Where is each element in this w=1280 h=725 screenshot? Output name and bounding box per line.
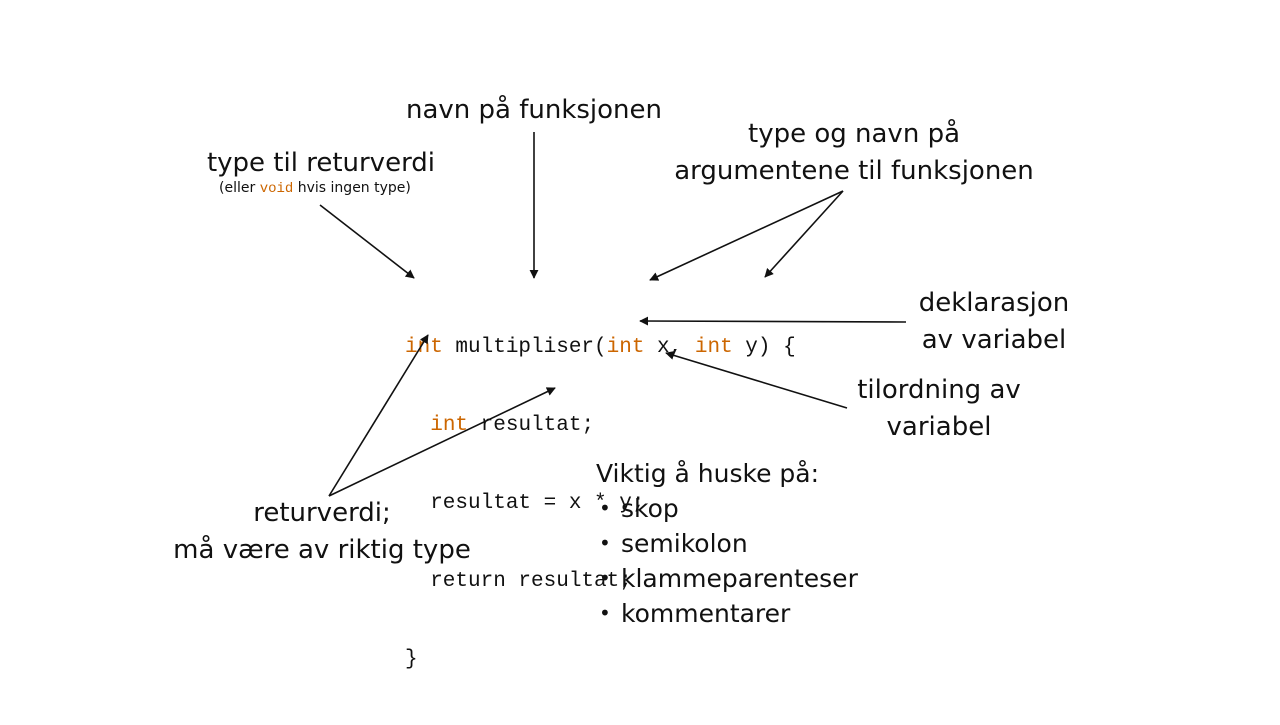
label-assignment-line1: tilordning av: [857, 375, 1021, 405]
label-return-value: returverdi; må være av riktig type: [157, 495, 487, 569]
tips-title: Viktig å huske på:: [596, 459, 820, 488]
label-arguments-line2: argumentene til funksjonen: [674, 156, 1034, 186]
arrow-return-type: [319, 204, 415, 279]
label-declaration-line1: deklarasjon: [918, 288, 1070, 318]
tips-item: skop: [596, 491, 858, 526]
label-declaration-line2: av variabel: [921, 325, 1067, 355]
note-suffix: hvis ingen type): [297, 180, 411, 196]
code-keyword: int: [430, 414, 469, 437]
code-keyword: int: [606, 336, 645, 359]
tips-item: semikolon: [596, 526, 858, 561]
code-line-signature: int multipliser(int x, int y) {: [405, 335, 796, 361]
code-text: x,: [644, 336, 695, 359]
label-return-value-line2: må være av riktig type: [173, 535, 471, 565]
tips-item: klammeparenteser: [596, 561, 858, 596]
note-keyword-void: void: [259, 181, 294, 197]
arrow-argument-y: [764, 190, 844, 278]
arrow-return-value-type: [328, 334, 429, 497]
code-text: y) {: [732, 336, 796, 359]
code-block: int multipliser(int x, int y) { int resu…: [405, 283, 796, 725]
note-prefix: (eller: [219, 180, 256, 196]
label-arguments: type og navn på argumentene til funksjon…: [664, 116, 1044, 190]
code-line-closing-brace: }: [405, 648, 418, 671]
arrow-assignment: [665, 351, 848, 409]
arrow-argument-x: [649, 190, 844, 281]
code-keyword: int: [694, 336, 733, 359]
label-assignment: tilordning av variabel: [839, 372, 1039, 446]
code-keyword: int: [405, 336, 443, 359]
code-line-declaration: int resultat;: [405, 413, 796, 439]
label-return-type: type til returverdi: [206, 148, 436, 178]
code-text: resultat;: [468, 414, 595, 437]
tips-item: kommentarer: [596, 596, 858, 631]
tips-list: skop semikolon klammeparenteser kommenta…: [596, 491, 858, 631]
arrow-declaration: [639, 316, 907, 326]
label-arguments-line1: type og navn på: [748, 119, 960, 149]
label-return-type-note: (eller void hvis ingen type): [219, 180, 411, 197]
code-text: multipliser(: [442, 336, 607, 359]
label-function-name: navn på funksjonen: [405, 95, 663, 125]
label-declaration: deklarasjon av variabel: [894, 285, 1094, 359]
arrow-return-value-statement: [328, 387, 556, 497]
label-assignment-line2: variabel: [886, 412, 992, 442]
tips-box: Viktig å huske på: skop semikolon klamme…: [596, 456, 858, 631]
label-return-value-line1: returverdi;: [253, 498, 391, 528]
